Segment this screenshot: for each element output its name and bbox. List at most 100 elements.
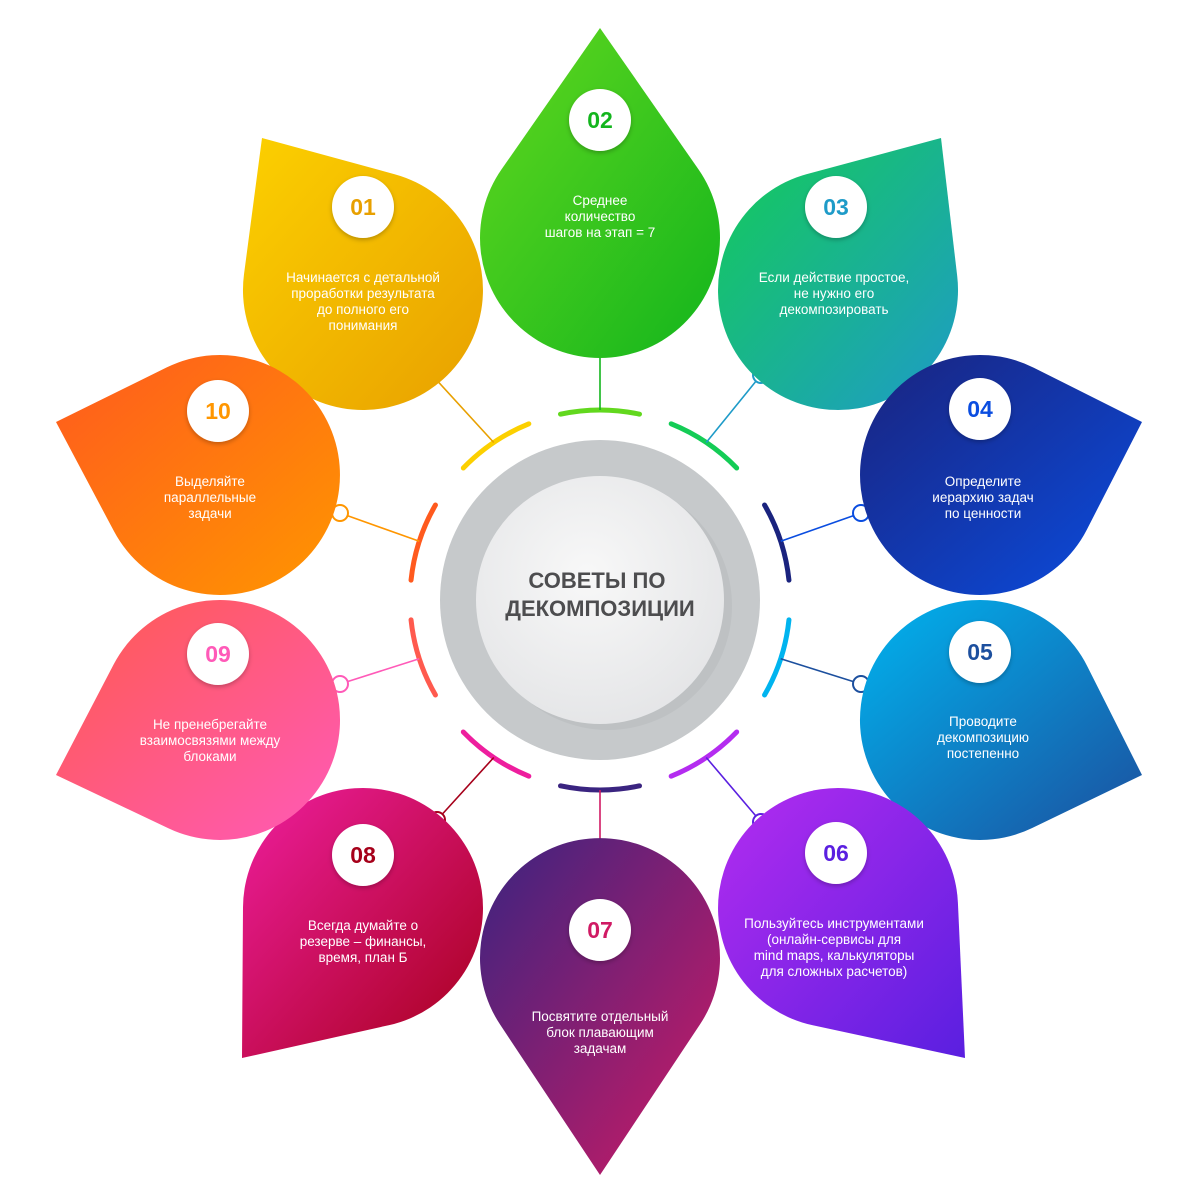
petal-description-line: Всегда думайте о: [308, 918, 418, 933]
connector-line-10: [339, 512, 420, 543]
petal-shape: [479, 28, 720, 358]
ring-arc-03: [668, 421, 740, 471]
ring-arc-06: [668, 729, 740, 779]
petal-description-line: шагов на этап = 7: [545, 225, 655, 240]
ring-arc-08: [460, 729, 532, 779]
ring-arc-01: [460, 421, 532, 471]
number-badge: [805, 822, 867, 884]
connector-line-08: [436, 756, 495, 821]
petal-shape: [242, 138, 483, 410]
petal-description-line: Начинается с детальной: [286, 270, 440, 285]
petal-description-line: задачи: [188, 506, 231, 521]
petal-description-line: проработки результата: [291, 286, 435, 301]
number-badge: [569, 89, 631, 151]
connector-line-05: [780, 657, 862, 685]
petal-description-line: декомпозировать: [779, 302, 888, 317]
connector-line-01: [431, 374, 495, 444]
petal-description-line: резерве – финансы,: [300, 934, 427, 949]
petal-description-line: Если действие простое,: [759, 270, 909, 285]
petal-description-line: время, план Б: [318, 950, 407, 965]
ring-arc-04: [762, 502, 792, 583]
number-badge: [949, 621, 1011, 683]
petal-number: 10: [205, 398, 231, 424]
center-title-line-2: ДЕКОМПОЗИЦИИ: [505, 596, 694, 621]
ring-arc-10: [408, 502, 438, 583]
number-badge: [187, 380, 249, 442]
petal-number: 05: [967, 639, 993, 665]
center-title: СОВЕТЫ ПО ДЕКОМПОЗИЦИИ: [505, 568, 694, 621]
petal-shape: [479, 838, 720, 1175]
petal-description-line: для сложных расчетов): [761, 964, 908, 979]
petal-shape: [718, 138, 959, 410]
connector-line-09: [339, 657, 420, 685]
petal-shape: [859, 599, 1142, 840]
number-badge: [805, 176, 867, 238]
petal-number: 06: [823, 840, 849, 866]
petal-description-line: понимания: [329, 318, 398, 333]
ring-arc-09: [408, 617, 438, 698]
petal-number: 08: [350, 842, 376, 868]
petal-description-line: взаимосвязями между: [140, 733, 281, 748]
ring-arc-02: [557, 407, 643, 417]
petal-description-line: Среднее: [573, 193, 628, 208]
petal-description-line: по ценности: [945, 506, 1022, 521]
petal-description-line: (онлайн-сервисы для: [767, 932, 901, 947]
petal-description-line: Посвятите отдельный: [532, 1009, 669, 1024]
petal-shape: [56, 354, 340, 595]
petal-description-line: до полного его: [317, 302, 409, 317]
petal-number: 02: [587, 107, 613, 133]
petal-description: Пользуйтесь инструментами(онлайн-сервисы…: [744, 916, 924, 979]
number-badge: [187, 623, 249, 685]
ring-arc-07: [557, 783, 643, 793]
petal-description-line: mind maps, калькуляторы: [754, 948, 915, 963]
connector-line-04: [780, 512, 862, 543]
petal-number: 01: [350, 194, 376, 220]
petal-description-line: задачам: [574, 1041, 627, 1056]
petal-number: 07: [587, 917, 613, 943]
number-badge: [949, 378, 1011, 440]
petal-description-line: Определите: [945, 474, 1021, 489]
number-badge: [332, 824, 394, 886]
petal-description-line: параллельные: [164, 490, 256, 505]
petal-shape: [242, 787, 483, 1058]
petal-number: 04: [967, 396, 993, 422]
center-inner-circle: [476, 476, 724, 724]
center-title-line-1: СОВЕТЫ ПО: [528, 568, 665, 593]
petal-description-line: Пользуйтесь инструментами: [744, 916, 924, 931]
center-hub: СОВЕТЫ ПО ДЕКОМПОЗИЦИИ: [440, 440, 760, 760]
connector-line-06: [705, 756, 762, 823]
petal-number: 03: [823, 194, 849, 220]
petal-description-line: Выделяйте: [175, 474, 245, 489]
petal-description-line: Не пренебрегайте: [153, 717, 267, 732]
number-badge: [569, 899, 631, 961]
number-badge: [332, 176, 394, 238]
petal-description-line: количество: [565, 209, 636, 224]
petal-description-line: иерархию задач: [932, 490, 1033, 505]
petal-description-line: декомпозицию: [937, 730, 1029, 745]
petal-description-line: блок плавающим: [546, 1025, 654, 1040]
petal-description-line: Проводите: [949, 714, 1017, 729]
ring-arcs: [408, 407, 792, 793]
petal-description-line: не нужно его: [794, 286, 874, 301]
petal-shape: [860, 354, 1142, 595]
petal-shape: [56, 599, 341, 840]
